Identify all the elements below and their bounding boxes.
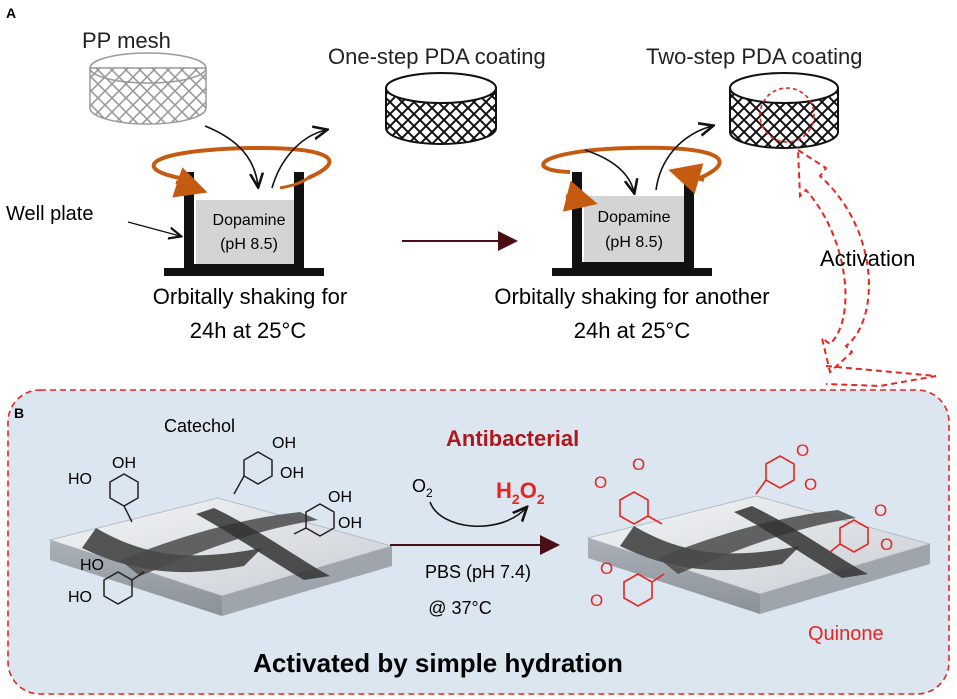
antibacterial-label: Antibacterial bbox=[446, 426, 579, 451]
orbit-arrow-1 bbox=[151, 145, 332, 198]
quinone-o-1: O bbox=[594, 473, 607, 492]
pp-mesh-cylinder bbox=[89, 52, 207, 125]
quinone-o-7: O bbox=[600, 559, 613, 578]
temp-label: @ 37°C bbox=[428, 598, 492, 618]
quinone-o-2: O bbox=[632, 455, 645, 474]
quinone-o-5: O bbox=[874, 501, 887, 520]
oh-label-2: OH bbox=[272, 435, 296, 452]
ho-label-3: HO bbox=[68, 589, 92, 606]
quinone-ring-2 bbox=[755, 455, 795, 495]
ho-label-2: HO bbox=[80, 557, 104, 574]
insert-arrow-2 bbox=[584, 149, 634, 192]
ph-label-2: (pH 8.5) bbox=[605, 234, 663, 251]
oh-label-1: OH bbox=[112, 455, 136, 472]
well-plate-pointer bbox=[127, 221, 180, 236]
quinone-o-4: O bbox=[804, 475, 817, 494]
quinone-pad bbox=[586, 495, 932, 614]
activation-arrow bbox=[796, 148, 937, 388]
activation-label: Activation bbox=[820, 246, 915, 271]
dopamine-label-1: Dopamine bbox=[213, 212, 286, 229]
o2-label: O2 bbox=[412, 476, 433, 500]
well-plate-2 bbox=[552, 172, 712, 276]
shake2-line1: Orbitally shaking for another bbox=[494, 284, 769, 309]
catechol-ring-2 bbox=[233, 451, 273, 495]
quinone-ring-1 bbox=[619, 491, 663, 525]
catechol-ring-4 bbox=[103, 571, 145, 605]
ho-label-1: HO bbox=[68, 471, 92, 488]
panel-a-letter: A bbox=[6, 5, 16, 21]
two-step-label: Two-step PDA coating bbox=[646, 44, 862, 69]
oh-label-3: OH bbox=[280, 465, 304, 482]
pbs-label: PBS (pH 7.4) bbox=[425, 562, 531, 582]
quinone-label: Quinone bbox=[808, 623, 884, 645]
well-plate-label: Well plate bbox=[6, 203, 93, 225]
orbit-arrow-2 bbox=[541, 145, 722, 212]
panel-b-letter: B bbox=[14, 405, 24, 421]
catechol-ring-1 bbox=[109, 473, 139, 523]
h2o2-label: H2O2 bbox=[496, 478, 545, 507]
shake1-line1: Orbitally shaking for bbox=[153, 284, 347, 309]
ph-label-1: (pH 8.5) bbox=[220, 236, 278, 253]
one-step-mesh-cylinder bbox=[385, 72, 497, 145]
remove-arrow-2 bbox=[655, 126, 712, 191]
insert-arrow-1 bbox=[204, 125, 258, 186]
quinone-ring-3 bbox=[829, 519, 869, 553]
oh-label-5: OH bbox=[338, 515, 362, 532]
shake2-line2: 24h at 25°C bbox=[574, 318, 691, 343]
pp-mesh-label: PP mesh bbox=[82, 28, 171, 53]
remove-arrow-1 bbox=[271, 130, 326, 189]
oh-label-4: OH bbox=[328, 489, 352, 506]
quinone-ring-4 bbox=[623, 573, 665, 607]
one-step-label: One-step PDA coating bbox=[328, 44, 546, 69]
catechol-label: Catechol bbox=[164, 416, 235, 436]
quinone-o-6: O bbox=[880, 535, 893, 554]
quinone-o-3: O bbox=[796, 441, 809, 460]
headline: Activated by simple hydration bbox=[253, 648, 623, 678]
dopamine-label-2: Dopamine bbox=[598, 209, 671, 226]
o2-to-h2o2-arrow bbox=[429, 501, 526, 527]
well-plate-1 bbox=[164, 172, 324, 276]
shake1-line2: 24h at 25°C bbox=[190, 318, 307, 343]
two-step-mesh-cylinder bbox=[729, 72, 839, 149]
catechol-ring-3 bbox=[293, 503, 335, 537]
quinone-o-8: O bbox=[590, 591, 603, 610]
highlight-circle bbox=[759, 87, 815, 143]
